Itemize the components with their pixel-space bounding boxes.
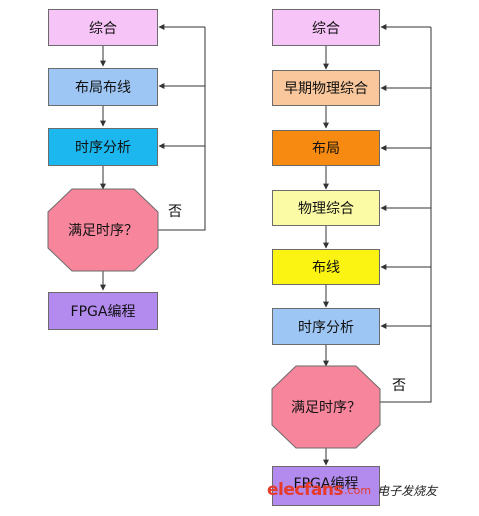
watermark-cn: 电子发烧友 [377,483,438,498]
watermark-logo: elecfans [267,480,344,500]
right-early-phys-synth-label: 早期物理综合 [284,81,368,97]
left-program-label: FPGA编程 [70,304,136,320]
right-synthesis-label: 综合 [312,20,340,37]
left-timing-analysis-label: 时序分析 [75,140,131,156]
left-timing-analysis-box: 时序分析 [48,128,158,166]
watermark-domain: .com [344,483,372,497]
right-early-phys-synth-box: 早期物理综合 [272,70,380,106]
left-synthesis-label: 综合 [89,20,117,37]
left-synthesis-box: 综合 [48,9,158,46]
right-phys-synth-box: 物理综合 [272,190,380,226]
right-placement-box: 布局 [272,130,380,166]
left-decision-label: 满足时序？ [68,223,138,239]
left-program-box: FPGA编程 [48,292,158,330]
right-routing-label: 布线 [312,260,340,276]
watermark: elecfans .com 电子发烧友 [267,480,437,500]
left-place-route-label: 布局布线 [75,80,131,96]
left-decision-shape [47,188,159,272]
right-placement-label: 布局 [312,141,340,157]
right-decision-label: 满足时序？ [291,400,361,416]
right-routing-box: 布线 [272,249,380,285]
right-no-label: 否 [392,378,406,394]
right-phys-synth-label: 物理综合 [298,201,354,217]
right-timing-analysis-label: 时序分析 [298,319,354,336]
right-decision-shape [271,365,381,449]
left-no-label: 否 [168,204,182,220]
right-feedback-line [380,27,432,403]
right-timing-analysis-box: 时序分析 [272,308,380,345]
right-synthesis-box: 综合 [272,9,380,46]
left-feedback-line [158,27,206,231]
left-place-route-box: 布局布线 [48,68,158,106]
